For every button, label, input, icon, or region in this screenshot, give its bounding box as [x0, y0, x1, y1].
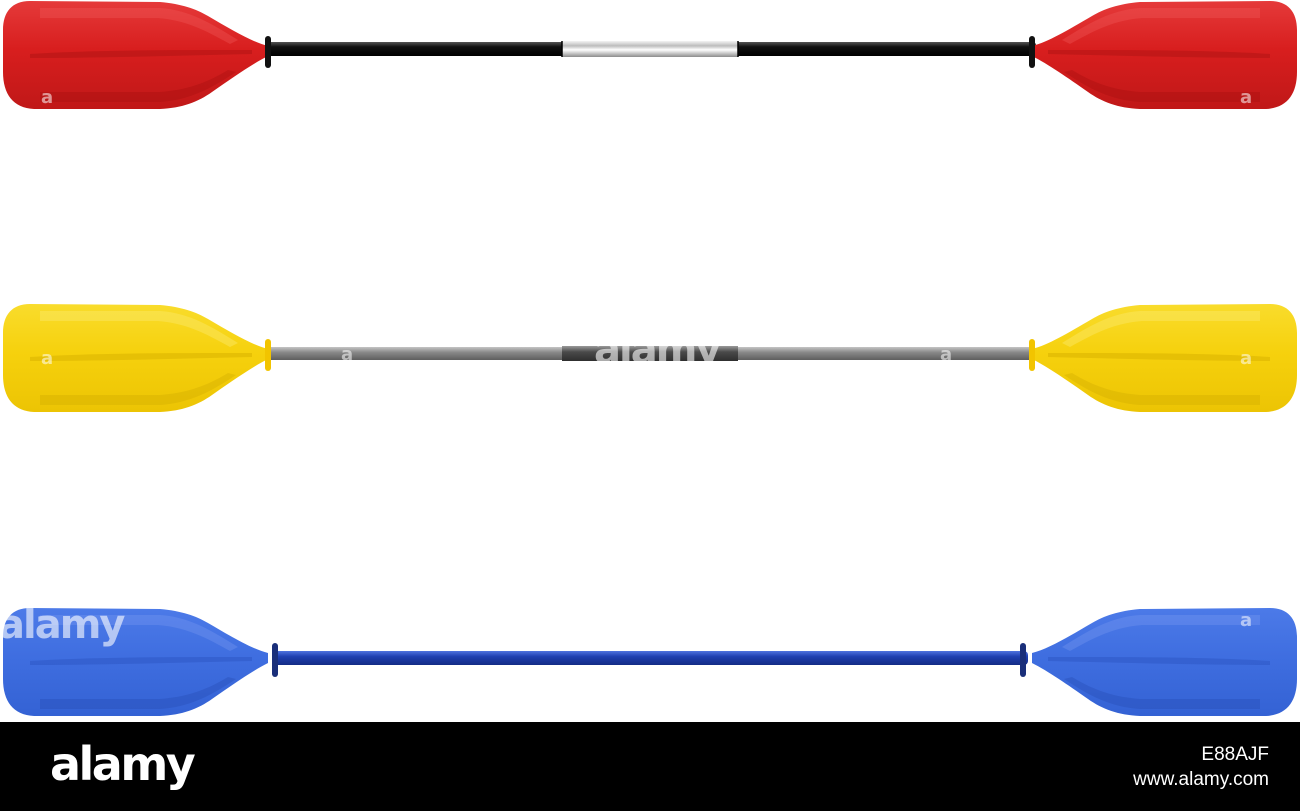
red-paddle-right-collar: [1029, 36, 1035, 68]
paddles-illustration: a a a a a a a alamy alamy: [0, 1, 1297, 716]
watermark-glyph: a: [940, 344, 952, 365]
blue-paddle-shaft: [272, 651, 1028, 665]
alamy-logo: alamy: [50, 737, 196, 791]
yellow-paddle-right-collar: [1029, 339, 1035, 371]
yellow-paddle-sleeve: [562, 346, 738, 361]
watermark-glyph: a: [1240, 610, 1252, 631]
watermark-glyph: a: [1240, 87, 1252, 108]
red-paddle-left-blade: [3, 1, 268, 109]
watermark-logo-left: alamy: [0, 602, 125, 648]
watermark-logo-center: alamy: [594, 327, 721, 373]
yellow-paddle: [3, 304, 1297, 412]
site-url: www.alamy.com: [1133, 769, 1269, 790]
watermark-glyph: a: [41, 348, 53, 369]
watermarks: a a a a a a a alamy alamy: [0, 87, 1252, 648]
blue-paddle-right-blade: [1032, 608, 1297, 716]
footer-bar: alamy E88AJF www.alamy.com: [0, 722, 1300, 811]
watermark-glyph: a: [341, 344, 353, 365]
red-paddle: [3, 1, 1297, 109]
blue-paddle-right-collar: [1020, 643, 1026, 677]
blue-paddle-left-blade: [3, 608, 268, 716]
yellow-paddle-right-blade: [1032, 304, 1297, 412]
watermark-glyph: a: [41, 87, 53, 108]
red-paddle-right-blade: [1032, 1, 1297, 109]
yellow-paddle-left-blade: [3, 304, 268, 412]
red-paddle-sleeve: [562, 41, 738, 57]
blue-paddle-left-collar: [272, 643, 278, 677]
blue-paddle: [3, 608, 1297, 716]
footer-meta: E88AJF www.alamy.com: [1133, 742, 1269, 792]
yellow-paddle-left-collar: [265, 339, 271, 371]
image-id: E88AJF: [1201, 744, 1269, 765]
watermark-glyph: a: [1240, 348, 1252, 369]
red-paddle-left-collar: [265, 36, 271, 68]
